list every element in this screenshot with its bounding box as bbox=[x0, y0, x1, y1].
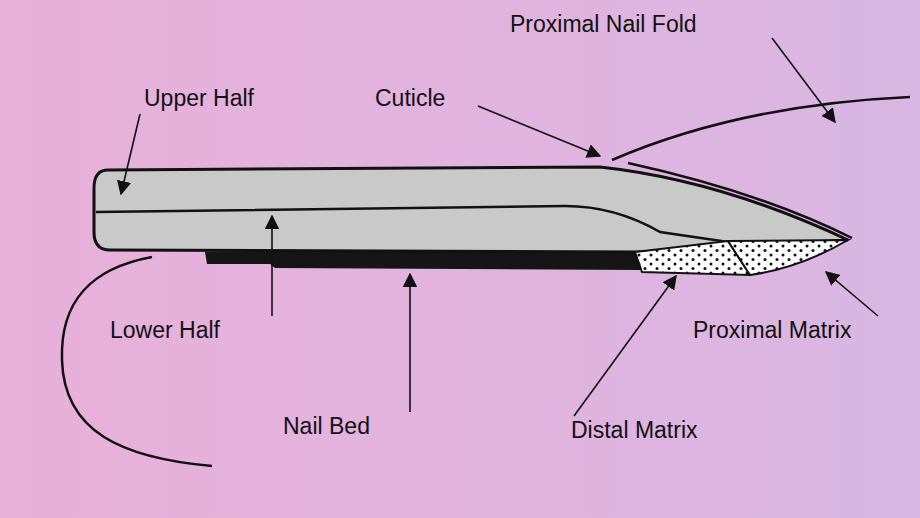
part-label: Cuticle bbox=[375, 86, 445, 111]
leader-lines bbox=[121, 38, 878, 416]
part-label: Distal Matrix bbox=[571, 418, 698, 443]
nail-fold-upper bbox=[612, 97, 910, 160]
nail-fold-lower bbox=[628, 163, 852, 238]
proximal-matrix bbox=[728, 240, 848, 275]
part-label: Proximal Nail Fold bbox=[510, 12, 697, 37]
layer-divide bbox=[96, 206, 735, 243]
finger-outline bbox=[62, 257, 212, 466]
part-label: Nail Bed bbox=[283, 414, 370, 439]
part-label: Proximal Matrix bbox=[693, 318, 851, 343]
part-label: Lower Half bbox=[110, 318, 220, 343]
nail-plate bbox=[94, 167, 848, 252]
part-label: Upper Half bbox=[144, 86, 254, 111]
